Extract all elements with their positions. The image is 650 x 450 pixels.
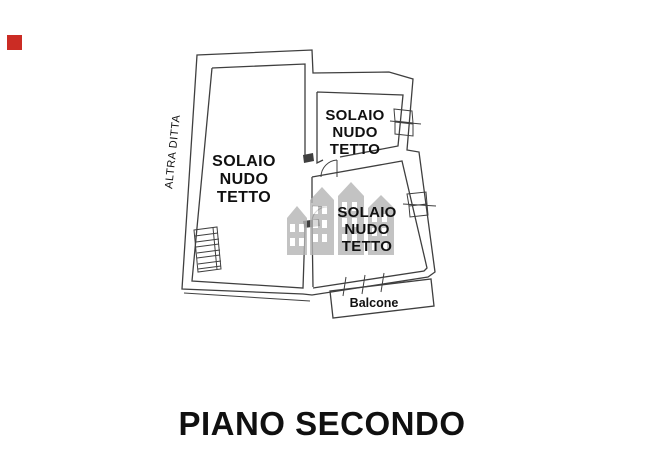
stairs-icon: [193, 226, 222, 273]
top-room-label: SOLAIO NUDO TETTO: [325, 107, 384, 158]
svg-text:SOLAIO: SOLAIO: [325, 107, 384, 124]
svg-text:TETTO: TETTO: [330, 141, 380, 158]
svg-text:NUDO: NUDO: [332, 124, 377, 141]
plan-texts: SOLAIO NUDO TETTO SOLAIO NUDO TETTO SOLA…: [163, 107, 465, 442]
railing-ticks: [342, 272, 385, 297]
svg-text:TETTO: TETTO: [342, 238, 392, 255]
window-icon: [389, 108, 422, 137]
red-square-logo: [7, 35, 22, 50]
balcony-label: Balcone: [350, 296, 399, 310]
svg-text:NUDO: NUDO: [220, 171, 269, 188]
left-room-label: SOLAIO NUDO TETTO: [212, 153, 276, 206]
balcony-outline: [329, 278, 435, 319]
houses-watermark-icon: [287, 182, 394, 255]
svg-text:SOLAIO: SOLAIO: [212, 153, 276, 170]
bottom-wall-edge: [183, 292, 311, 302]
svg-text:SOLAIO: SOLAIO: [337, 204, 396, 221]
svg-text:NUDO: NUDO: [344, 221, 389, 238]
window-icon: [402, 191, 437, 218]
outer-walls: [181, 49, 436, 296]
adjacent-property-label: ALTRA DITTA: [163, 114, 183, 190]
right-room-label: SOLAIO NUDO TETTO: [337, 204, 396, 255]
top-room-inner-walls: [316, 91, 404, 165]
page-title: PIANO SECONDO: [178, 405, 465, 442]
door-arc-icon: [320, 159, 338, 178]
svg-text:TETTO: TETTO: [217, 189, 271, 206]
wall-linework: [181, 49, 437, 319]
left-room-inner-walls: [191, 63, 306, 289]
